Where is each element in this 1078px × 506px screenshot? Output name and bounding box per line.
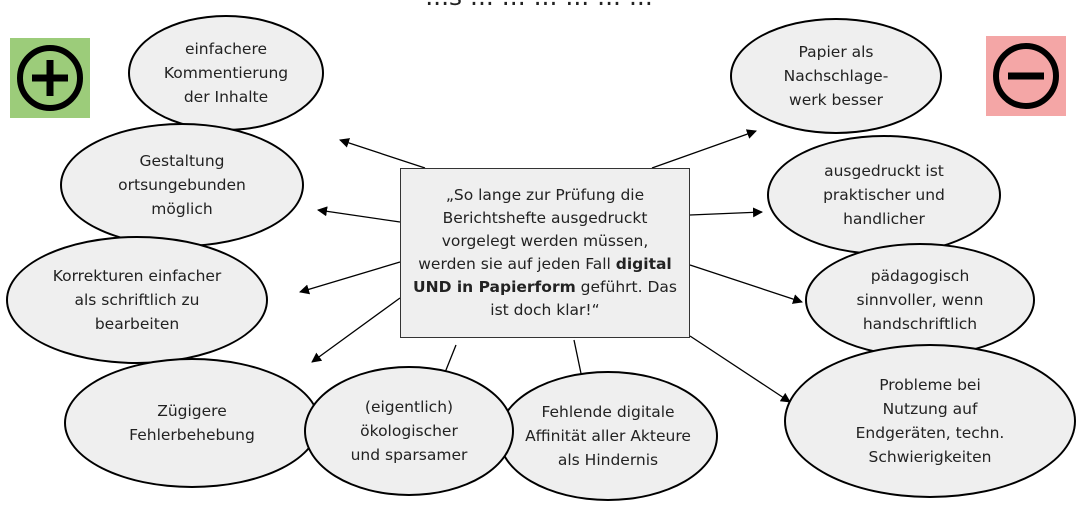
con-item: Fehlende digitale Affinität aller Akteur…: [498, 371, 718, 501]
cons-marker: [986, 36, 1066, 116]
pro-item: Gestaltung ortsungebunden möglich: [60, 123, 304, 247]
con-item: pädagogisch sinnvoller, wenn handschrift…: [805, 243, 1035, 357]
pro-item: Zügigere Fehlerbehebung: [64, 358, 320, 488]
minus-circle-icon: [993, 43, 1059, 109]
con-item: Probleme bei Nutzung auf Endgeräten, tec…: [784, 344, 1076, 498]
plus-circle-icon: [17, 45, 83, 111]
con-item: ausgedruckt ist praktischer und handlich…: [767, 135, 1001, 255]
arrow: [339, 138, 426, 169]
pro-item: einfachere Kommentierung der Inhalte: [128, 15, 324, 131]
con-item: Papier als Nachschlage- werk besser: [730, 18, 942, 134]
pro-item: (eigentlich) ökologischer und sparsamer: [304, 366, 514, 496]
arrow: [311, 297, 401, 363]
central-statement-text: „So lange zur Prüfung die Berichtshefte …: [413, 186, 677, 319]
arrow: [299, 261, 401, 295]
arrow: [317, 206, 401, 223]
arrow: [689, 207, 763, 218]
pro-item: Korrekturen einfacher als schriftlich zu…: [6, 236, 268, 364]
central-statement-box: „So lange zur Prüfung die Berichtshefte …: [400, 168, 690, 338]
pros-marker: [10, 38, 90, 118]
header-text-cropped: ...s ... ... ... ... ... ...: [0, 0, 1078, 11]
arrow: [689, 335, 791, 403]
arrow: [651, 129, 757, 169]
arrow: [689, 264, 803, 304]
